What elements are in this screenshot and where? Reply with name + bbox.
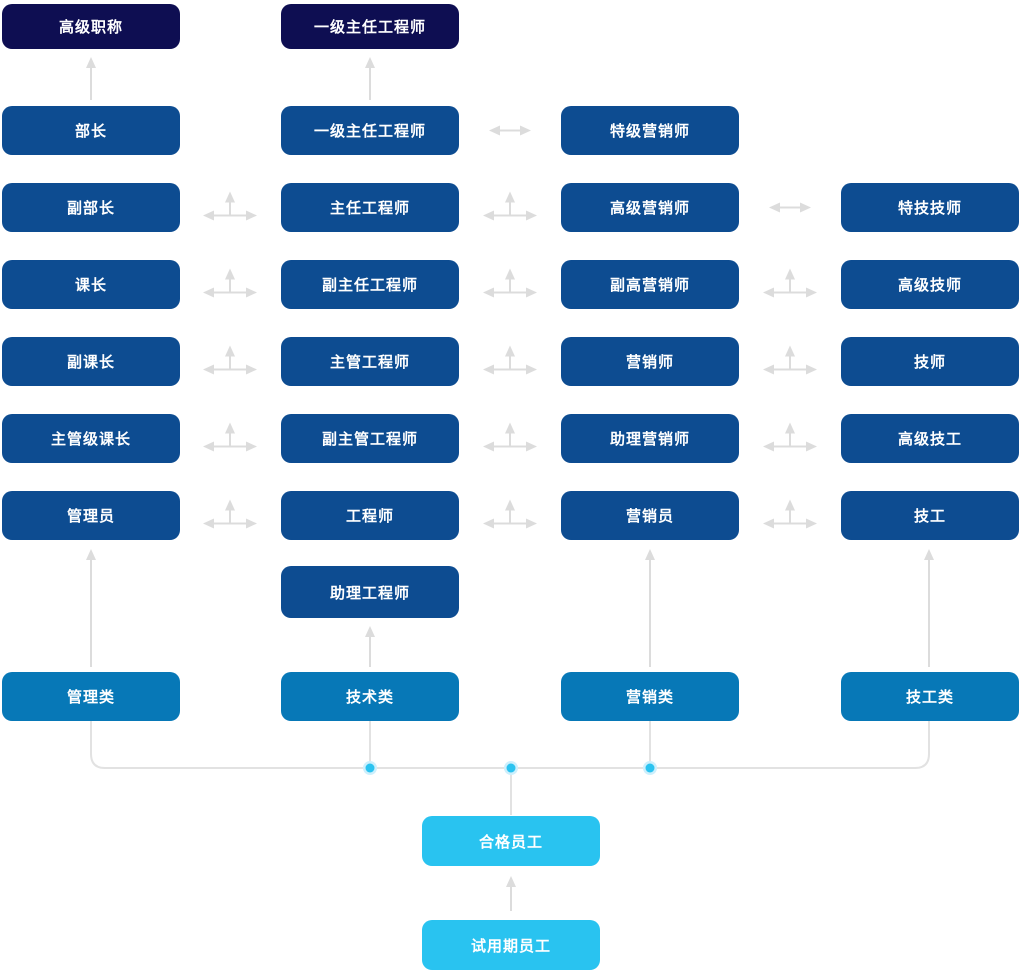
node-probation-employee: 试用期员工 — [422, 920, 600, 970]
up-arrow-icon — [86, 57, 96, 100]
left-right-arrow-icon — [769, 202, 811, 213]
node-minister: 部长 — [2, 106, 180, 155]
junction-dot — [643, 761, 657, 775]
three-way-arrow-icon — [483, 268, 537, 298]
node-senior-technician: 高级技师 — [841, 260, 1019, 309]
node-senior-skilled-worker: 高级技工 — [841, 414, 1019, 463]
node-level1-chief-engineer-top: 一级主任工程师 — [281, 4, 459, 49]
three-way-arrow-icon — [763, 345, 817, 375]
up-arrow-icon — [86, 549, 96, 667]
node-level1-chief-engineer: 一级主任工程师 — [281, 106, 459, 155]
three-way-arrow-icon — [203, 268, 257, 298]
node-assistant-engineer: 助理工程师 — [281, 566, 459, 618]
node-skilled-worker: 技工 — [841, 491, 1019, 540]
category-technician: 技工类 — [841, 672, 1019, 721]
node-deputy-senior-marketer: 副高营销师 — [561, 260, 739, 309]
node-assistant-marketer: 助理营销师 — [561, 414, 739, 463]
category-management: 管理类 — [2, 672, 180, 721]
node-deputy-supervising-engineer: 副主管工程师 — [281, 414, 459, 463]
three-way-arrow-icon — [203, 422, 257, 452]
up-arrow-icon — [365, 626, 375, 667]
node-supervising-engineer: 主管工程师 — [281, 337, 459, 386]
up-arrow-icon — [365, 57, 375, 100]
node-technician: 技师 — [841, 337, 1019, 386]
category-technical: 技术类 — [281, 672, 459, 721]
node-qualified-employee: 合格员工 — [422, 816, 600, 866]
three-way-arrow-icon — [483, 422, 537, 452]
node-special-technician: 特技技师 — [841, 183, 1019, 232]
junction-dot — [363, 761, 377, 775]
node-chief-engineer: 主任工程师 — [281, 183, 459, 232]
node-marketer: 营销师 — [561, 337, 739, 386]
three-way-arrow-icon — [203, 191, 257, 221]
three-way-arrow-icon — [483, 499, 537, 529]
category-marketing: 营销类 — [561, 672, 739, 721]
three-way-arrow-icon — [763, 422, 817, 452]
three-way-arrow-icon — [763, 268, 817, 298]
node-administrator: 管理员 — [2, 491, 180, 540]
node-vice-section-chief: 副课长 — [2, 337, 180, 386]
up-arrow-icon — [924, 549, 934, 667]
node-marketing-staff: 营销员 — [561, 491, 739, 540]
up-arrow-icon — [506, 876, 516, 911]
node-deputy-chief-engineer: 副主任工程师 — [281, 260, 459, 309]
junction-dot — [504, 761, 518, 775]
node-senior-title: 高级职称 — [2, 4, 180, 49]
up-arrow-icon — [645, 549, 655, 667]
three-way-arrow-icon — [763, 499, 817, 529]
node-supervisor-level-section-chief: 主管级课长 — [2, 414, 180, 463]
left-right-arrow-icon — [489, 125, 531, 136]
node-engineer: 工程师 — [281, 491, 459, 540]
three-way-arrow-icon — [483, 191, 537, 221]
node-section-chief: 课长 — [2, 260, 180, 309]
three-way-arrow-icon — [203, 345, 257, 375]
node-special-marketer: 特级营销师 — [561, 106, 739, 155]
node-senior-marketer: 高级营销师 — [561, 183, 739, 232]
three-way-arrow-icon — [483, 345, 537, 375]
three-way-arrow-icon — [203, 499, 257, 529]
node-vice-minister: 副部长 — [2, 183, 180, 232]
